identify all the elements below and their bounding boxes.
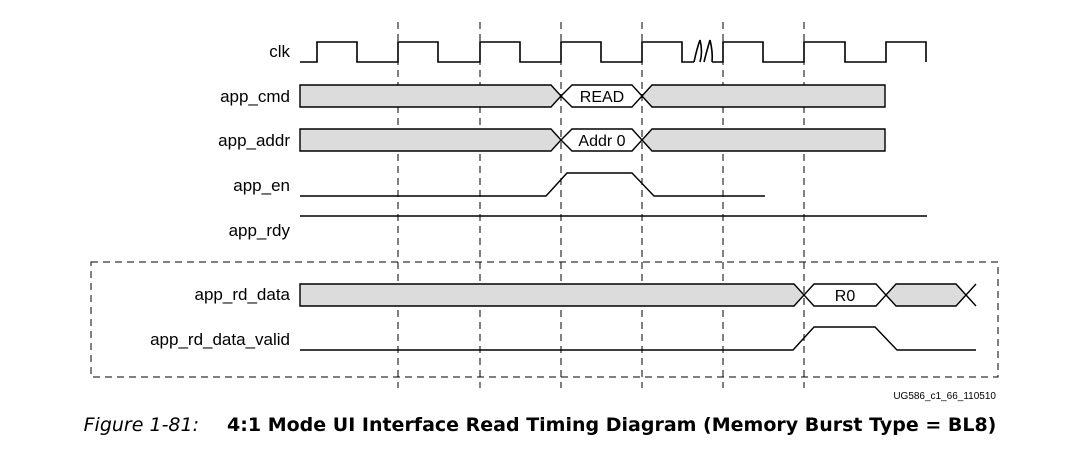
app-en-waveform <box>300 172 765 197</box>
timing-diagram: clk app_cmd app_addr app_en app_rdy app_… <box>90 22 999 402</box>
app-addr-value: Addr 0 <box>578 133 625 150</box>
clock-break-icon <box>693 39 703 63</box>
label-clk: clk <box>269 42 290 61</box>
app-addr-waveform <box>299 128 886 152</box>
figure-title: 4:1 Mode UI Interface Read Timing Diagra… <box>227 414 997 436</box>
figure-number: Figure 1-81: <box>83 414 199 436</box>
label-app-en: app_en <box>233 176 290 195</box>
app-rd-data-valid-waveform <box>300 326 976 351</box>
read-data-group-box <box>90 261 999 378</box>
label-app-addr: app_addr <box>218 131 290 150</box>
app-rd-data-waveform <box>299 283 977 307</box>
label-app-rd-data: app_rd_data <box>195 285 291 304</box>
clock-edge-gridlines <box>397 22 805 388</box>
label-app-cmd: app_cmd <box>220 87 290 106</box>
app-rd-data-value: R0 <box>835 288 856 305</box>
clk-waveform <box>300 39 927 63</box>
label-app-rd-data-valid: app_rd_data_valid <box>150 330 290 349</box>
app-cmd-value: READ <box>580 89 624 106</box>
figure-id: UG586_c1_66_110510 <box>893 391 996 402</box>
figure-caption: Figure 1-81: 4:1 Mode UI Interface Read … <box>0 414 1080 436</box>
app-cmd-waveform <box>299 84 886 108</box>
label-app-rdy: app_rdy <box>229 221 291 240</box>
